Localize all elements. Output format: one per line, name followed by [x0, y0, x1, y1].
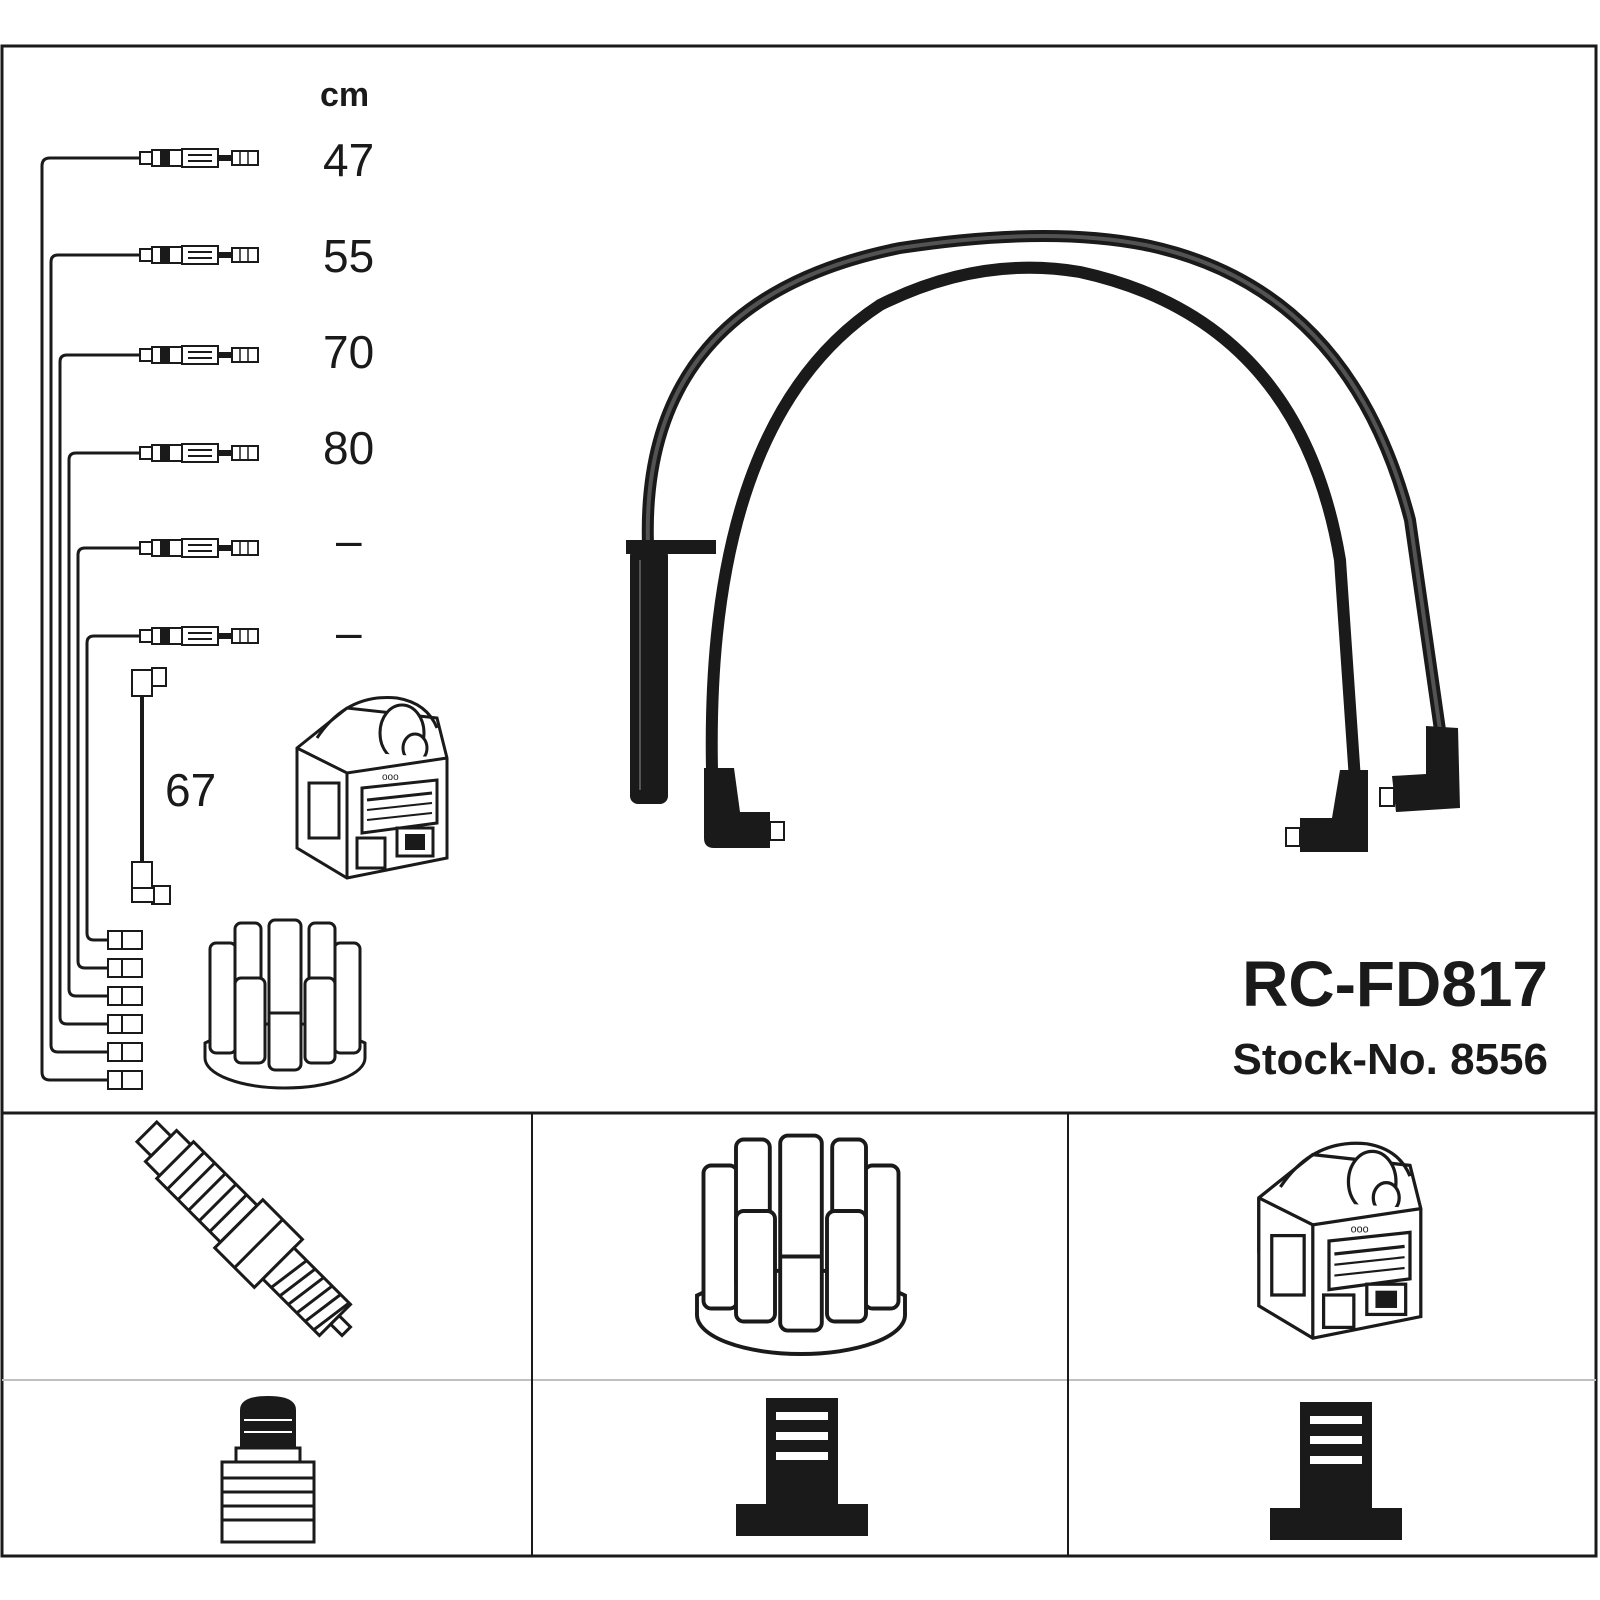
- cap-terminal-icon: [107, 986, 143, 1006]
- cap-terminal-icon: [107, 958, 143, 978]
- coil-cable-length: 67: [165, 764, 216, 816]
- angled-boot-icon: [704, 768, 785, 848]
- cable-set-illustration: [626, 230, 1460, 852]
- wire-connector-icon: [139, 538, 259, 558]
- wire-connector-icon: [139, 245, 259, 265]
- spark-plug-terminal-icon: [220, 1396, 316, 1544]
- ignition-coil-icon: [1257, 1141, 1423, 1340]
- cable-length-4: 80: [323, 422, 374, 474]
- cap-terminal-icon: [107, 1070, 143, 1090]
- cable-length-1: 47: [323, 134, 374, 186]
- product-code: RC-FD817: [1242, 948, 1548, 1020]
- cable-length-3: 70: [323, 326, 374, 378]
- cable-length-2: 55: [323, 230, 374, 282]
- distributor-terminal-icon: [736, 1398, 868, 1536]
- wire-connector-icon: [139, 148, 259, 168]
- cap-terminal-icon: [107, 1014, 143, 1034]
- cable-length-6: –: [336, 606, 362, 658]
- wire-connector-icon: [139, 443, 259, 463]
- cable-length-5: –: [336, 514, 362, 566]
- diagram-frame: [0, 44, 1598, 1558]
- coil-terminal-icon: [1270, 1402, 1402, 1540]
- ignition-coil-icon: [295, 696, 449, 880]
- cable-length-schematic: cm 47 55 70 80 – –: [40, 76, 449, 1090]
- distributor-cap-icon: [203, 918, 367, 1090]
- spark-plug-icon: [134, 1119, 353, 1338]
- wire-connector-icon: [139, 345, 259, 365]
- stock-number: Stock-No. 8556: [1233, 1035, 1548, 1084]
- distributor-cap-icon: [695, 1133, 907, 1356]
- wire-routing-lines: [40, 156, 140, 1082]
- unit-label: cm: [320, 76, 369, 114]
- cap-terminal-icon: [107, 930, 143, 950]
- angled-boot-icon: [1285, 770, 1368, 852]
- coil-cable-icon: [131, 667, 171, 905]
- wire-connector-icon: [139, 626, 259, 646]
- angled-boot-icon: [1379, 726, 1460, 812]
- straight-boot-icon: [626, 540, 716, 804]
- cap-terminal-icon: [107, 1042, 143, 1062]
